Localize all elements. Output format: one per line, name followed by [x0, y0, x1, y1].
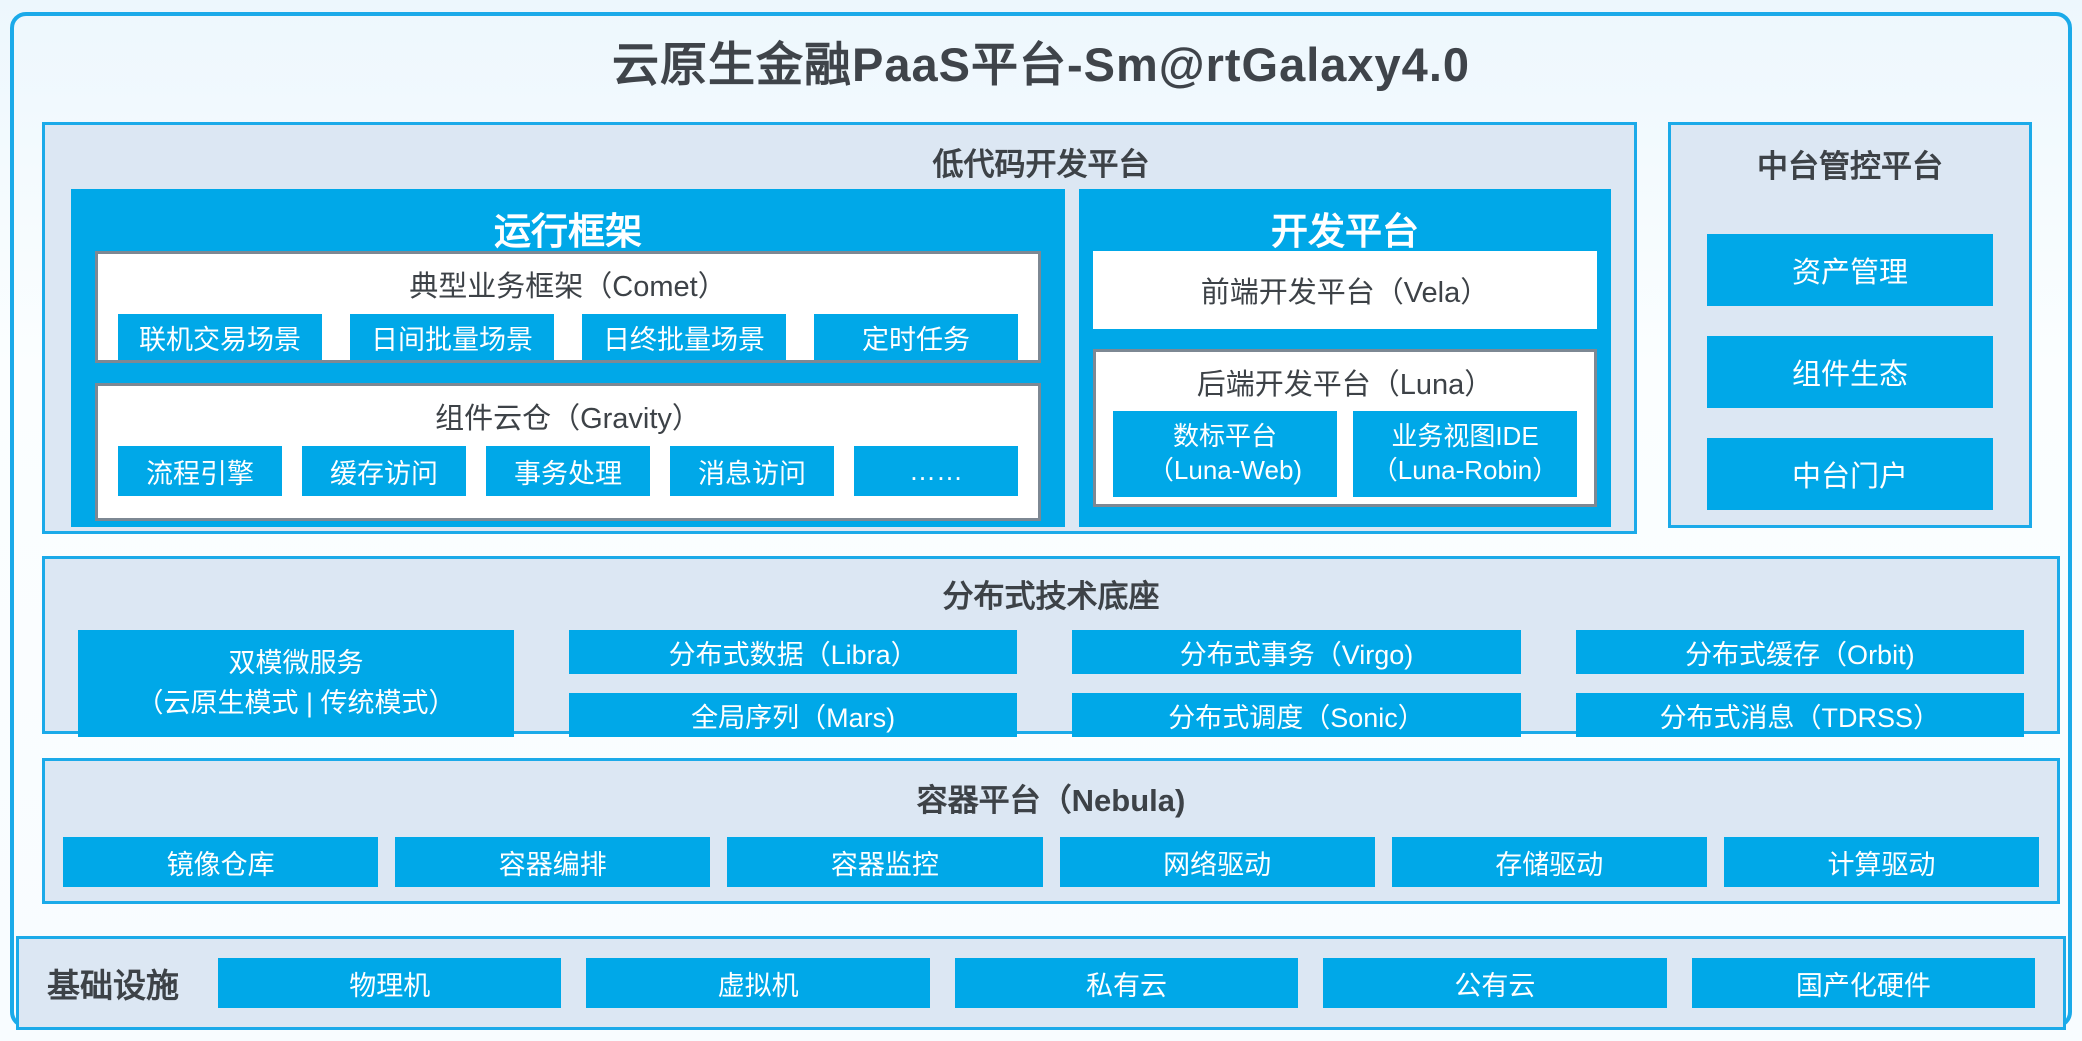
gravity-item-ellipsis: ……	[854, 446, 1018, 496]
dist-item-data-libra: 分布式数据（Libra）	[569, 630, 1018, 674]
panel-container-platform: 容器平台（Nebula) 镜像仓库 容器编排 容器监控 网络驱动 存储驱动 计算…	[42, 758, 2060, 904]
gravity-item: 缓存访问	[302, 446, 466, 496]
distributed-column: 分布式事务（Virgo) 分布式调度（Sonic）	[1072, 630, 1521, 737]
dist-item-cache-orbit: 分布式缓存（Orbit)	[1575, 630, 2024, 674]
box-runtime-framework: 运行框架 典型业务框架（Comet） 联机交易场景 日间批量场景 日终批量场景 …	[71, 189, 1065, 527]
luna-item-robin: 业务视图IDE （Luna-Robin）	[1353, 411, 1577, 497]
runtime-framework-title: 运行框架	[494, 211, 642, 252]
distributed-base-title: 分布式技术底座	[942, 579, 1160, 614]
gravity-items-row: 流程引擎 缓存访问 事务处理 消息访问 ……	[98, 446, 1038, 496]
gravity-item: 消息访问	[670, 446, 834, 496]
dual-mode-line2: （云原生模式 | 传统模式）	[136, 687, 456, 718]
dist-item-transaction-virgo: 分布式事务（Virgo)	[1072, 630, 1521, 674]
comet-items-row: 联机交易场景 日间批量场景 日终批量场景 定时任务	[98, 314, 1038, 360]
dev-platform-title: 开发平台	[1271, 211, 1419, 252]
container-item-orchestration: 容器编排	[395, 837, 711, 887]
container-items-row: 镜像仓库 容器编排 容器监控 网络驱动 存储驱动 计算驱动	[45, 837, 2057, 887]
dual-mode-line1: 双模微服务	[228, 648, 364, 679]
distributed-items-row: 双模微服务 （云原生模式 | 传统模式） 分布式数据（Libra） 全局序列（M…	[45, 630, 2057, 737]
infra-item-public-cloud: 公有云	[1323, 958, 1667, 1008]
gravity-item: 流程引擎	[118, 446, 282, 496]
group-luna-backend: 后端开发平台（Luna） 数标平台 （Luna-Web) 业务视图IDE （Lu…	[1093, 349, 1597, 507]
luna-item-web-name: 数标平台	[1172, 421, 1277, 452]
container-item-storage-driver: 存储驱动	[1391, 837, 1707, 887]
container-item-compute-driver: 计算驱动	[1723, 837, 2040, 887]
dist-item-message-tdrss: 分布式消息（TDRSS）	[1575, 693, 2024, 737]
page-title: 云原生金融PaaS平台-Sm@rtGalaxy4.0	[611, 38, 1471, 91]
distributed-column: 分布式缓存（Orbit) 分布式消息（TDRSS）	[1575, 630, 2024, 737]
panel-mid-platform-control: 中台管控平台 资产管理 组件生态 中台门户	[1668, 122, 2032, 528]
panel-infrastructure: 基础设施 物理机 虚拟机 私有云 公有云 国产化硬件	[16, 936, 2066, 1030]
container-platform-title: 容器平台（Nebula)	[916, 783, 1186, 818]
luna-title: 后端开发平台（Luna）	[1196, 369, 1494, 401]
comet-item: 日终批量场景	[582, 314, 786, 360]
luna-item-robin-name: 业务视图IDE	[1391, 421, 1539, 452]
dual-mode-microservice-box: 双模微服务 （云原生模式 | 传统模式）	[78, 630, 514, 737]
luna-item-robin-code: （Luna-Robin）	[1371, 455, 1559, 485]
dist-item-sequence-mars: 全局序列（Mars)	[569, 693, 1018, 737]
panel-low-code-platform: 低代码开发平台 运行框架 典型业务框架（Comet） 联机交易场景 日间批量场景…	[42, 122, 1637, 534]
mid-platform-items: 资产管理 组件生态 中台门户	[1671, 234, 2029, 510]
box-dev-platform: 开发平台 前端开发平台（Vela） 后端开发平台（Luna） 数标平台 （Lun…	[1079, 189, 1611, 527]
comet-title: 典型业务框架（Comet）	[409, 271, 727, 303]
container-item-image-registry: 镜像仓库	[63, 837, 379, 887]
comet-item: 定时任务	[814, 314, 1018, 360]
luna-item-web-code: （Luna-Web)	[1147, 455, 1303, 485]
luna-items-row: 数标平台 （Luna-Web) 业务视图IDE （Luna-Robin）	[1096, 411, 1594, 497]
group-comet-framework: 典型业务框架（Comet） 联机交易场景 日间批量场景 日终批量场景 定时任务	[95, 251, 1041, 363]
infra-item-domestic-hardware: 国产化硬件	[1691, 958, 2036, 1008]
container-item-network-driver: 网络驱动	[1059, 837, 1375, 887]
panel-distributed-base: 分布式技术底座 双模微服务 （云原生模式 | 传统模式） 分布式数据（Libra…	[42, 556, 2060, 737]
comet-item: 联机交易场景	[118, 314, 322, 360]
infrastructure-label: 基础设施	[47, 967, 179, 1004]
comet-item: 日间批量场景	[350, 314, 554, 360]
infra-item-physical-machine: 物理机	[218, 958, 562, 1008]
gravity-title: 组件云仓（Gravity）	[435, 403, 701, 435]
distributed-column: 分布式数据（Libra） 全局序列（Mars)	[569, 630, 1018, 737]
dist-item-scheduling-sonic: 分布式调度（Sonic）	[1072, 693, 1521, 737]
mid-item-portal: 中台门户	[1707, 438, 1993, 510]
infra-item-virtual-machine: 虚拟机	[586, 958, 930, 1008]
luna-item-web: 数标平台 （Luna-Web)	[1113, 411, 1337, 497]
mid-item-component-ecosystem: 组件生态	[1707, 336, 1993, 408]
infra-item-private-cloud: 私有云	[954, 958, 1299, 1008]
gravity-item: 事务处理	[486, 446, 650, 496]
group-gravity-warehouse: 组件云仓（Gravity） 流程引擎 缓存访问 事务处理 消息访问 ……	[95, 383, 1041, 521]
container-item-monitoring: 容器监控	[727, 837, 1043, 887]
low-code-platform-title: 低代码开发平台	[932, 147, 1150, 182]
mid-item-asset-management: 资产管理	[1707, 234, 1993, 306]
vela-frontend-box: 前端开发平台（Vela）	[1093, 251, 1597, 329]
mid-platform-title: 中台管控平台	[1757, 149, 1943, 184]
